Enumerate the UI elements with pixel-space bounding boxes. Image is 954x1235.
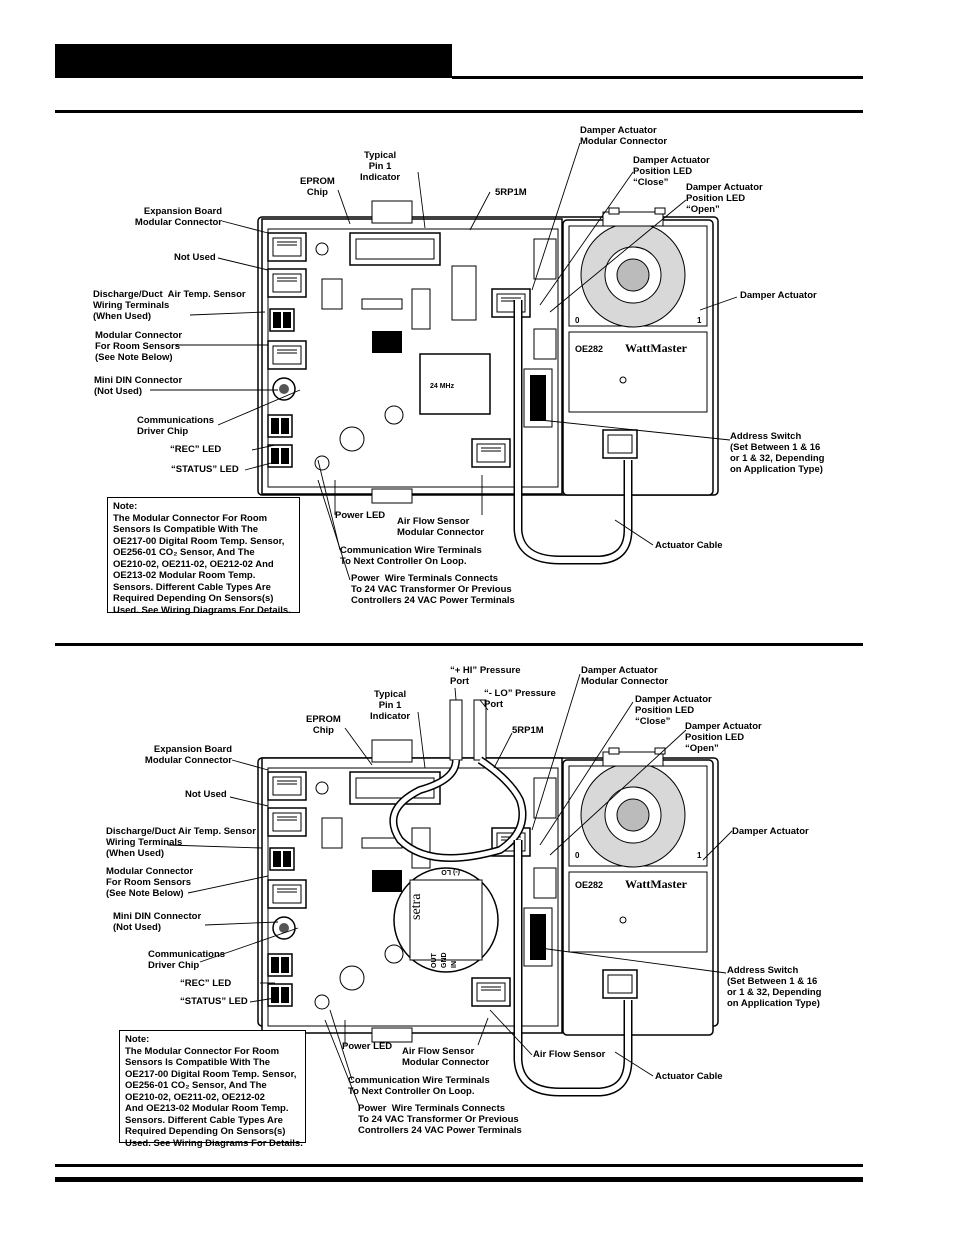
d2-note: Note: The Modular Connector For Room Sen… [119,1030,306,1149]
d1-srp-label: 5RP1M [495,187,527,198]
d1-leaders [150,142,738,581]
d2-rec-led-label: “REC” LED [180,978,232,989]
d2-power-wire-label: Power Wire Terminals Connects To 24 VAC … [358,1103,522,1136]
d2-expansion-label: Expansion Board Modular Connector [144,744,232,766]
d1-damper-open-label: Damper Actuator Position LED “Open” [686,182,763,215]
section-rule-1 [55,110,863,113]
d2-srp-label: 5RP1M [512,725,544,736]
d2-damper-actuator-label: Damper Actuator [732,826,809,837]
d2-power-led-label: Power LED [342,1041,393,1052]
d1-mini-din-label: Mini DIN Connector (Not Used) [94,375,183,397]
d2-comm-chip-label: Communications Driver Chip [148,949,226,971]
d1-damper-actuator-label: Damper Actuator [740,290,817,301]
d2-not-used-label: Not Used [185,789,227,800]
d2-eprom-label: EPROM Chip [306,714,341,736]
d2-setra: setra [409,893,424,920]
d2-lo-mark: (-) LO [441,868,460,875]
d2-gnd: GND [441,952,448,968]
diagram2-board: 0 1 OE282 WattMaster setra OUT GND IN (-… [257,699,719,1097]
d1-modular-label: Modular Connector For Room Sensors (See … [95,330,183,363]
d2-status-led-label: “STATUS” LED [180,996,248,1007]
d2-brand: WattMaster [625,877,688,891]
d1-chip-freq: 24 MHz [430,383,455,390]
header-bar [55,44,452,78]
d1-model: OE282 [575,344,603,354]
d1-not-used-label: Not Used [174,252,216,263]
d2-damper-close-label: Damper Actuator Position LED “Close” [635,694,712,727]
d2-airflow-mod-label: Air Flow Sensor Modular Connector [402,1046,490,1068]
d1-note: Note: The Modular Connector For Room Sen… [107,497,300,616]
d1-typical-pin-label: Typical Pin 1 Indicator [360,150,401,183]
header-rule [452,76,863,79]
d1-damper-close-label: Damper Actuator Position LED “Close” [633,155,710,188]
d2-one: 1 [697,851,702,860]
d1-discharge-label: Discharge/Duct Air Temp. Sensor Wiring T… [93,289,246,322]
d1-cable-label: Actuator Cable [655,540,723,551]
d1-address-label: Address Switch (Set Between 1 & 16 or 1 … [730,431,825,475]
d2-lo-port-label: “- LO” Pressure Port [484,688,556,710]
d1-rec-led-label: “REC” LED [170,444,222,455]
d1-zero: 0 [575,316,580,325]
d2-typical-pin-label: Typical Pin 1 Indicator [370,689,411,722]
d2-cable-label: Actuator Cable [655,1071,723,1082]
d2-modular-label: Modular Connector For Room Sensors (See … [106,866,194,899]
d2-model: OE282 [575,880,603,890]
d1-comm-wire-label: Communication Wire Terminals To Next Con… [340,545,482,567]
d1-expansion-label: Expansion Board Modular Connector [134,206,222,228]
d1-eprom-label: EPROM Chip [300,176,335,198]
d2-out: OUT [431,953,438,969]
d1-power-wire-label: Power Wire Terminals Connects To 24 VAC … [351,573,515,606]
d2-address-label: Address Switch (Set Between 1 & 16 or 1 … [727,965,822,1009]
d2-damper-open-label: Damper Actuator Position LED “Open” [685,721,762,754]
d2-discharge-label: Discharge/Duct Air Temp. Sensor Wiring T… [106,826,256,859]
d1-power-led-label: Power LED [335,510,386,521]
d2-hi-port-label: “+ HI” Pressure Port [450,665,521,687]
footer-rule-2 [55,1177,863,1182]
d1-brand: WattMaster [625,341,688,355]
d1-damper-mod-label: Damper Actuator Modular Connector [580,125,668,147]
d2-leaders [167,673,733,1109]
footer-rule-1 [55,1164,863,1167]
d2-damper-mod-label: Damper Actuator Modular Connector [581,665,669,687]
diagram1-board: 24 MHz 0 1 OE282 WattMaster [257,201,719,565]
d2-airflow-label: Air Flow Sensor [533,1049,606,1060]
d2-in: IN [451,961,458,968]
section-rule-2 [55,643,863,646]
d1-status-led-label: “STATUS” LED [171,464,239,475]
d2-zero: 0 [575,851,580,860]
d2-mini-din-label: Mini DIN Connector (Not Used) [113,911,202,933]
d1-airflow-mod-label: Air Flow Sensor Modular Connector [397,516,485,538]
d1-one: 1 [697,316,702,325]
d2-comm-wire-label: Communication Wire Terminals To Next Con… [348,1075,490,1097]
d1-comm-chip-label: Communications Driver Chip [137,415,215,437]
